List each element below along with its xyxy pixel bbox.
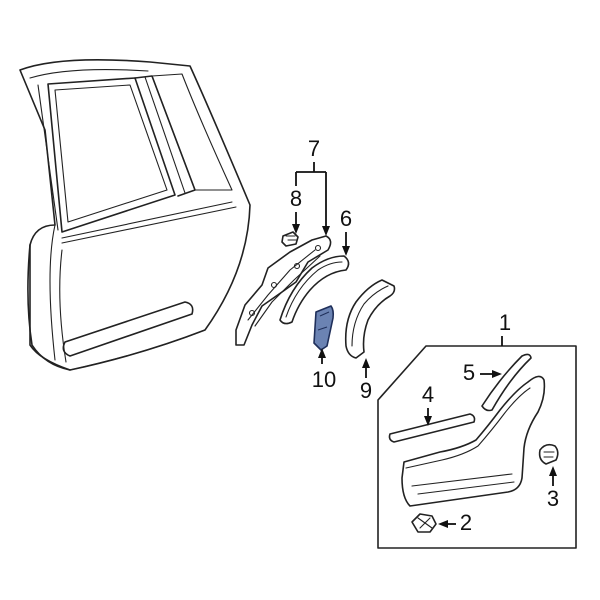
callout-4: 4 <box>422 382 434 407</box>
part-2-clip <box>411 513 437 533</box>
part-6-arch-molding <box>279 255 350 325</box>
leader-lines <box>292 162 557 528</box>
callout-5: 5 <box>463 360 475 385</box>
callout-7: 7 <box>308 136 320 161</box>
rear-door <box>19 58 251 371</box>
callout-6: 6 <box>340 206 352 231</box>
callouts: 7 8 6 10 9 1 5 4 3 2 <box>290 136 559 535</box>
part-10-highlighted-trim <box>313 305 335 351</box>
callout-2: 2 <box>460 510 472 535</box>
assembly-box-1 <box>377 336 577 549</box>
callout-10: 10 <box>312 367 336 392</box>
callout-8: 8 <box>290 186 302 211</box>
callout-3: 3 <box>547 486 559 511</box>
part-1-rocker-flare <box>401 375 546 507</box>
part-3-clip <box>538 443 559 465</box>
callout-1: 1 <box>499 310 511 335</box>
part-5-molding-strip <box>481 353 532 412</box>
part-9-fender-flare <box>344 279 396 359</box>
callout-9: 9 <box>360 378 372 403</box>
part-7-door-frame-bracket <box>235 235 332 346</box>
part-4-molding-strip <box>388 413 476 443</box>
part-8-clip <box>281 231 299 247</box>
